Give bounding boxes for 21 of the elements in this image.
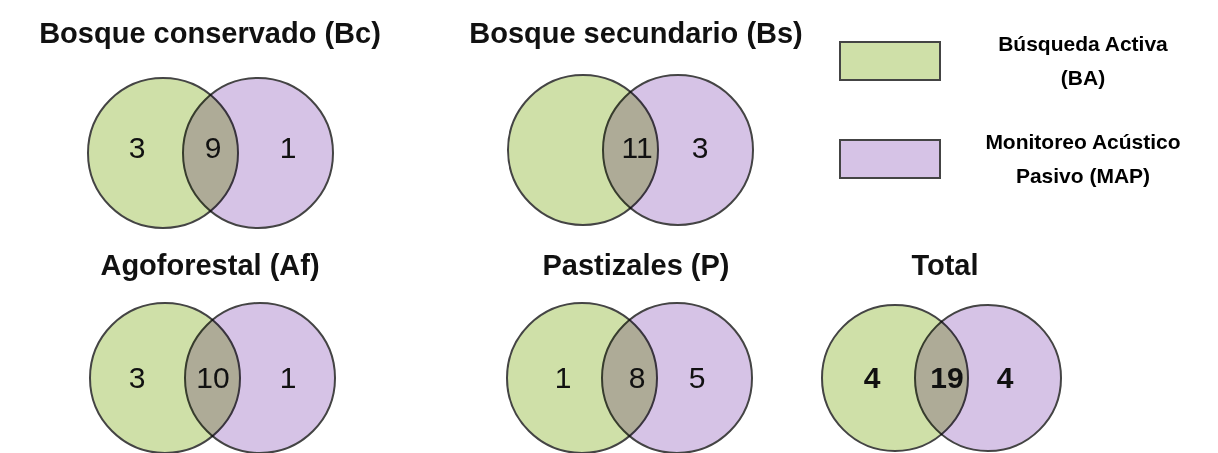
chart-title: Bosque secundario (Bs) bbox=[469, 16, 803, 50]
count-label: 3 bbox=[128, 131, 146, 165]
count-label: 10 bbox=[196, 361, 230, 395]
count-label: 1 bbox=[279, 131, 297, 165]
legend-label: Monitoreo Acústico Pasivo (MAP) bbox=[984, 129, 1182, 189]
chart-title: Agoforestal (Af) bbox=[100, 248, 320, 282]
count-label: 8 bbox=[628, 361, 646, 395]
count-label: 4 bbox=[996, 361, 1014, 395]
count-label: 5 bbox=[688, 361, 706, 395]
legend-label: Búsqueda Activa (BA) bbox=[997, 31, 1169, 91]
count-label: 19 bbox=[930, 361, 964, 395]
count-label: 1 bbox=[554, 361, 572, 395]
chart-title: Bosque conservado (Bc) bbox=[39, 16, 381, 50]
count-label: 11 bbox=[621, 131, 653, 165]
chart-title: Total bbox=[911, 248, 979, 282]
count-label: 1 bbox=[279, 361, 297, 395]
count-label: 9 bbox=[204, 131, 222, 165]
chart-title: Pastizales (P) bbox=[542, 248, 730, 282]
count-label: 3 bbox=[128, 361, 146, 395]
count-label: 3 bbox=[691, 131, 709, 165]
count-label: 4 bbox=[863, 361, 881, 395]
